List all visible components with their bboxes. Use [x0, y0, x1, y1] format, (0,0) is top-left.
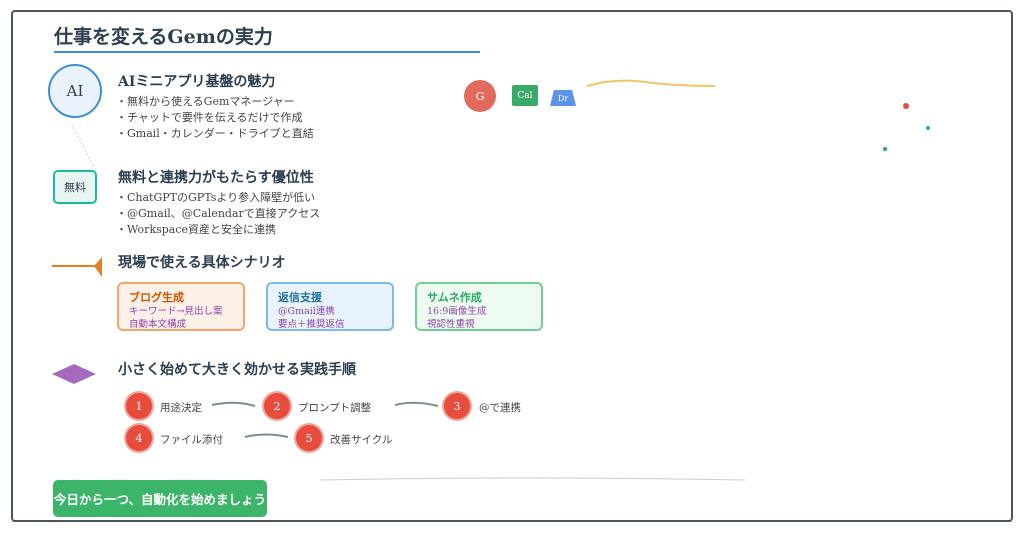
- ai-circle-icon: AI: [48, 64, 102, 118]
- decorative-dot: [883, 147, 887, 151]
- page-title: 仕事を変えるGemの実力: [54, 26, 273, 48]
- step-number: 1: [126, 393, 152, 419]
- gmail-icon: G: [464, 80, 496, 112]
- dashed-connector: [71, 125, 95, 168]
- calendar-icon: Cal: [512, 85, 538, 106]
- step-label: プロンプト調整: [298, 402, 372, 414]
- step-number: 5: [296, 425, 322, 451]
- section-heading: 小さく始めて大きく効かせる実践手順: [118, 362, 356, 378]
- card-line: 視認性重視: [427, 319, 475, 330]
- free-badge-icon: 無料: [53, 170, 97, 204]
- drive-icon: Dr: [550, 90, 576, 106]
- card-line: @Gmail連携: [278, 306, 335, 317]
- decorative-wave: [586, 79, 716, 87]
- step-label: @で連携: [479, 402, 521, 414]
- step-number: 3: [444, 393, 470, 419]
- scenario-card-thumbnail: サムネ作成 16:9画像生成 視認性重視: [415, 282, 543, 331]
- section-heading: 無料と連携力がもたらす優位性: [118, 170, 314, 186]
- decorative-dot: [903, 103, 909, 109]
- list-item: 無料から使えるGemマネージャー: [116, 94, 314, 110]
- step-number: 2: [264, 393, 290, 419]
- scenario-card-reply: 返信支援 @Gmail連携 要点＋推奨返信: [266, 282, 394, 331]
- card-line: 要点＋推奨返信: [278, 319, 345, 330]
- card-line: キーワード→見出し案: [129, 306, 223, 317]
- diamond-icon: [52, 364, 96, 384]
- decorative-dot: [926, 126, 930, 130]
- section-heading: 現場で使える具体シナリオ: [118, 255, 286, 271]
- card-line: 16:9画像生成: [427, 306, 487, 317]
- card-title: 返信支援: [278, 291, 322, 304]
- card-line: 自動本文構成: [129, 319, 187, 330]
- scenario-card-blog: ブログ生成 キーワード→見出し案 自動本文構成: [117, 282, 245, 331]
- step-label: 用途決定: [160, 402, 202, 414]
- card-title: サムネ作成: [427, 291, 482, 304]
- list-item: ChatGPTのGPTsより参入障壁が低い: [116, 190, 320, 206]
- list-item: チャットで要件を伝えるだけで作成: [116, 110, 314, 126]
- slide-frame: [11, 10, 1013, 522]
- step-label: ファイル添付: [160, 434, 223, 446]
- card-title: ブログ生成: [129, 291, 184, 304]
- step-label: 改善サイクル: [330, 434, 393, 446]
- list-item: Gmail・カレンダー・ドライブと直結: [116, 126, 314, 142]
- list-item: Workspace資産と安全に連携: [116, 222, 320, 238]
- cta-button[interactable]: 今日から一つ、自動化を始めましょう: [53, 480, 267, 517]
- step-number: 4: [126, 425, 152, 451]
- section-heading: AIミニアプリ基盤の魅力: [118, 74, 276, 90]
- list-item: @Gmail、@Calendarで直接アクセス: [116, 206, 320, 222]
- title-underline: [54, 51, 480, 53]
- arrow-icon: [52, 257, 102, 277]
